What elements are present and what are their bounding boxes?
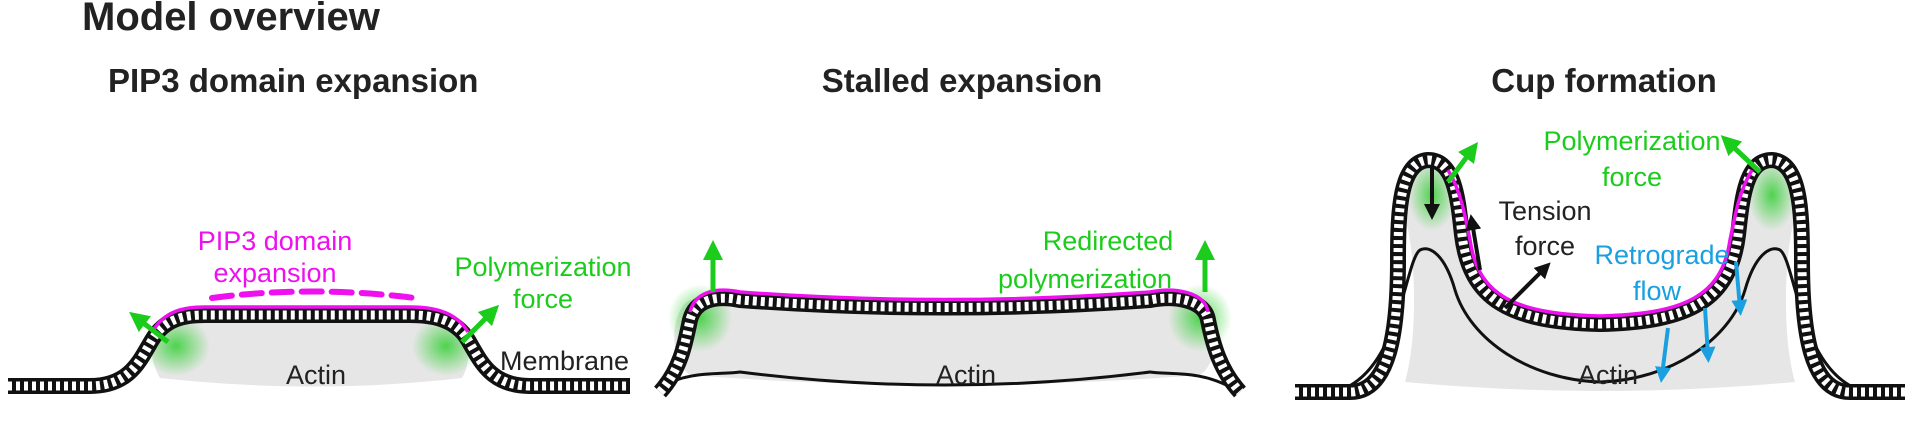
figure-title: Model overview [82, 0, 381, 39]
pip3-label-line2: expansion [213, 258, 336, 288]
pip3-label-line1: PIP3 domain [198, 226, 353, 256]
polymerization-arrow-left [129, 311, 170, 344]
tension-label-line1: Tension [1498, 196, 1591, 226]
actin-body [1398, 163, 1802, 391]
tension-arrow-diagonal [1503, 262, 1551, 310]
polymerization-label-line1: Polymerization [1543, 126, 1720, 156]
membrane-label: Membrane [500, 346, 629, 376]
retrograde-label-line2: flow [1633, 276, 1682, 306]
actin-label: Actin [936, 360, 996, 390]
polymerization-arrow-right [1720, 135, 1762, 174]
polymerization-label-line2: force [513, 284, 573, 314]
membrane-ticks [8, 310, 630, 391]
polymerization-label-line2: force [1602, 162, 1662, 192]
actin-label: Actin [286, 360, 346, 390]
actin-bottom-outline [657, 370, 1233, 390]
pip3-layer [688, 288, 1210, 313]
redirected-label-line1: Redirected [1043, 226, 1174, 256]
pip3-expansion-arc [209, 288, 418, 301]
actin-body [674, 300, 1216, 385]
retrograde-arrow-2 [1699, 307, 1716, 363]
panel-cup-formation: Cup formation Polymerization force Tensi… [1295, 62, 1905, 400]
pip3-layer [150, 305, 470, 333]
polymerization-arrow-left [1446, 142, 1478, 184]
redirected-label-line2: polymerization [998, 264, 1172, 294]
membrane-ticks [1295, 155, 1905, 397]
polymerization-arrow-right [460, 304, 500, 344]
tension-arrow-up [1465, 214, 1482, 271]
actin-label: Actin [1578, 360, 1638, 390]
retrograde-label-line1: Retrograde [1594, 240, 1729, 270]
panel-title: Stalled expansion [822, 62, 1103, 99]
panel-title: Cup formation [1491, 62, 1716, 99]
polymerization-label-line1: Polymerization [454, 252, 631, 282]
membrane-ticks [656, 293, 1244, 396]
retrograde-arrow-1 [1731, 261, 1748, 316]
panel-pip3-domain-expansion: PIP3 domain expansion PIP3 domain expans… [8, 62, 632, 394]
actin-body [151, 322, 469, 387]
actin-bottom-outline [1339, 247, 1861, 392]
panel-title: PIP3 domain expansion [108, 62, 478, 99]
panel-stalled-expansion: Stalled expansion Redirected polymerizat… [653, 62, 1247, 398]
tension-label-line2: force [1515, 231, 1575, 261]
retrograde-arrow-3 [1655, 327, 1671, 383]
